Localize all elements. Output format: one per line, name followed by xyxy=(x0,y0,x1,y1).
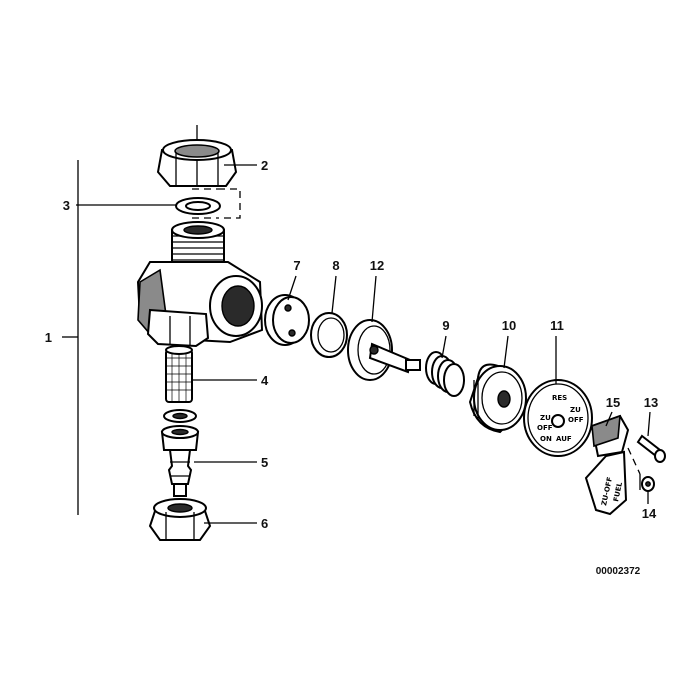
callout-9: 9 xyxy=(442,318,449,333)
callout-5: 5 xyxy=(261,455,268,470)
callout-3: 3 xyxy=(63,198,70,213)
knob-label-auf: AUF xyxy=(556,435,572,443)
knob-label-off-right: OFF xyxy=(568,416,584,424)
valve-body xyxy=(136,221,264,348)
callout-6: 6 xyxy=(261,516,268,531)
part-15-lever: ZU-OFF FUEL xyxy=(584,414,630,516)
callout-10: 10 xyxy=(502,318,516,333)
callout-11: 11 xyxy=(550,318,564,333)
part-3-washer xyxy=(175,188,241,219)
knob-label-res: RES xyxy=(552,394,567,402)
part-9-spring xyxy=(425,351,465,397)
part-10-housing xyxy=(468,363,527,434)
part-12-spindle xyxy=(347,319,421,381)
knob-label-off-left: OFF xyxy=(537,424,553,432)
assembly-bracket xyxy=(62,160,79,515)
part-2-top-nut xyxy=(156,125,238,187)
part-4-filter xyxy=(165,345,193,403)
knob-label-on: ON xyxy=(540,435,552,443)
part-13-screw xyxy=(636,434,666,463)
callout-14: 14 xyxy=(642,506,657,521)
part-11-knob: RES ZU OFF ZU OFF ON AUF xyxy=(523,379,593,457)
callout-8: 8 xyxy=(332,258,339,273)
callout-2: 2 xyxy=(261,158,268,173)
diagram-id: 00002372 xyxy=(596,566,641,577)
knob-label-zu-left: ZU xyxy=(540,414,551,422)
callout-1: 1 xyxy=(45,330,52,345)
callout-15: 15 xyxy=(606,395,620,410)
part-5-nipple xyxy=(160,425,200,497)
part-7-plate xyxy=(264,294,310,346)
part-5-washer xyxy=(163,409,197,423)
part-8-o-ring xyxy=(310,312,348,358)
callout-7: 7 xyxy=(293,258,300,273)
leader-lines xyxy=(76,164,651,524)
callouts: 1 2 3 4 5 6 7 8 12 9 10 11 15 13 14 xyxy=(45,158,658,531)
knob-label-zu-right: ZU xyxy=(570,406,581,414)
part-14-nut xyxy=(627,447,655,492)
callout-12: 12 xyxy=(370,258,384,273)
part-6-bottom-nut xyxy=(148,498,212,541)
callout-13: 13 xyxy=(644,395,658,410)
callout-4: 4 xyxy=(261,373,269,388)
